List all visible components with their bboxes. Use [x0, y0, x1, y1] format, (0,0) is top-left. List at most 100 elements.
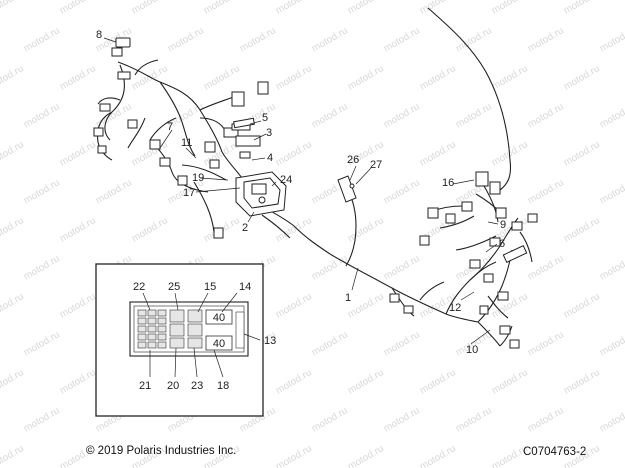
- watermark-text: motod.ru: [526, 177, 566, 206]
- callout-4: 4: [267, 152, 273, 164]
- watermark-text: motod.ru: [598, 329, 625, 358]
- watermark-text: motod.ru: [382, 253, 422, 282]
- callout-9: 9: [500, 219, 506, 231]
- callout-11: 11: [181, 137, 192, 149]
- watermark-text: motod.ru: [382, 177, 422, 206]
- watermark-text: motod.ru: [0, 0, 26, 17]
- watermark-text: motod.ru: [346, 215, 386, 244]
- callout-21: 21: [139, 380, 151, 392]
- watermark-text: motod.ru: [310, 329, 350, 358]
- watermark-text: motod.ru: [418, 139, 458, 168]
- watermark-text: motod.ru: [274, 0, 314, 17]
- callout-3: 3: [266, 127, 272, 139]
- fuse-value-top: 40: [213, 312, 225, 324]
- callout-1: 1: [345, 292, 351, 304]
- watermark-text: motod.ru: [562, 0, 602, 17]
- watermark-text: motod.ru: [58, 291, 98, 320]
- callout-8: 8: [96, 29, 102, 41]
- fuse-grid: [137, 309, 203, 349]
- watermark-text: motod.ru: [274, 443, 314, 468]
- watermark-text: motod.ru: [274, 63, 314, 92]
- watermark-text: motod.ru: [346, 291, 386, 320]
- callout-12: 12: [449, 302, 461, 314]
- watermark-text: motod.ru: [418, 0, 458, 17]
- callout-25: 25: [168, 281, 180, 293]
- watermark-text: motod.ru: [382, 405, 422, 434]
- callout-5: 5: [262, 112, 268, 124]
- watermark-text: motod.ru: [202, 0, 242, 17]
- watermark-text: motod.ru: [58, 215, 98, 244]
- watermark-text: motod.ru: [130, 0, 170, 17]
- watermark-text: motod.ru: [0, 291, 26, 320]
- watermark-text: motod.ru: [562, 63, 602, 92]
- watermark-text: motod.ru: [274, 215, 314, 244]
- leader-lines: [103, 37, 499, 345]
- watermark-text: motod.ru: [418, 63, 458, 92]
- watermark-text: motod.ru: [562, 367, 602, 396]
- watermark-text: motod.ru: [526, 25, 566, 54]
- watermark-text: motod.ru: [562, 139, 602, 168]
- callout-13: 13: [264, 335, 276, 347]
- callout-22: 22: [133, 281, 145, 293]
- watermark-text: motod.ru: [0, 367, 26, 396]
- callout-27: 27: [370, 159, 382, 171]
- copyright-notice: © 2019 Polaris Industries Inc.: [86, 445, 237, 457]
- watermark-text: motod.ru: [346, 63, 386, 92]
- watermark-text: motod.ru: [166, 25, 206, 54]
- watermark-text: motod.ru: [346, 367, 386, 396]
- watermark-text: motod.ru: [238, 25, 278, 54]
- watermark-text: motod.ru: [382, 329, 422, 358]
- watermark-text: motod.ru: [0, 215, 26, 244]
- watermark-text: motod.ru: [310, 25, 350, 54]
- watermark-text: motod.ru: [562, 291, 602, 320]
- callout-2: 2: [242, 222, 248, 234]
- watermark-text: motod.ru: [598, 405, 625, 434]
- maxi-fuse-bottom: [205, 335, 233, 351]
- watermark-text: motod.ru: [598, 101, 625, 130]
- watermark-text: motod.ru: [418, 367, 458, 396]
- callout-7: 7: [167, 121, 173, 133]
- callout-20: 20: [167, 380, 179, 392]
- watermark-text: motod.ru: [454, 25, 494, 54]
- watermark-text: motod.ru: [346, 443, 386, 468]
- watermark-text: motod.ru: [526, 405, 566, 434]
- callout-23: 23: [191, 380, 203, 392]
- watermark-text: motod.ru: [418, 443, 458, 468]
- watermark-text: motod.ru: [22, 177, 62, 206]
- watermark-text: motod.ru: [526, 253, 566, 282]
- figure-id: C0704763-2: [523, 446, 587, 458]
- callout-labels: 1 2 3 4 5 6 7 8 9 10 11 12 13 14 15 16 1…: [96, 29, 506, 392]
- watermark-text: motod.ru: [22, 253, 62, 282]
- watermark-text: motod.ru: [22, 25, 62, 54]
- watermark-text: motod.ru: [22, 101, 62, 130]
- watermark-text: motod.ru: [22, 405, 62, 434]
- callout-19: 19: [192, 172, 204, 184]
- callout-24: 24: [280, 174, 292, 186]
- watermark-text: motod.ru: [562, 215, 602, 244]
- watermark-text: motod.ru: [382, 101, 422, 130]
- watermark-text: motod.ru: [0, 139, 26, 168]
- watermark-text: motod.ru: [454, 405, 494, 434]
- callout-10: 10: [466, 344, 478, 356]
- watermark-text: motod.ru: [346, 0, 386, 17]
- watermark-text: motod.ru: [454, 101, 494, 130]
- maxi-fuse-top: [205, 309, 233, 325]
- fuse-box-inset: 40 40: [95, 263, 264, 417]
- watermark-text: motod.ru: [58, 367, 98, 396]
- watermark-text: motod.ru: [598, 177, 625, 206]
- fuse-value-bottom: 40: [213, 338, 225, 350]
- callout-6: 6: [499, 238, 505, 250]
- watermark-text: motod.ru: [382, 25, 422, 54]
- watermark-text: motod.ru: [22, 329, 62, 358]
- watermark-text: motod.ru: [0, 443, 26, 468]
- watermark-text: motod.ru: [58, 63, 98, 92]
- watermark-text: motod.ru: [274, 139, 314, 168]
- callout-18: 18: [217, 380, 229, 392]
- callout-16: 16: [442, 177, 454, 189]
- watermark-text: motod.ru: [202, 63, 242, 92]
- watermark-text: motod.ru: [130, 215, 170, 244]
- watermark-text: motod.ru: [490, 367, 530, 396]
- callout-17: 17: [183, 187, 195, 199]
- watermark-text: motod.ru: [58, 139, 98, 168]
